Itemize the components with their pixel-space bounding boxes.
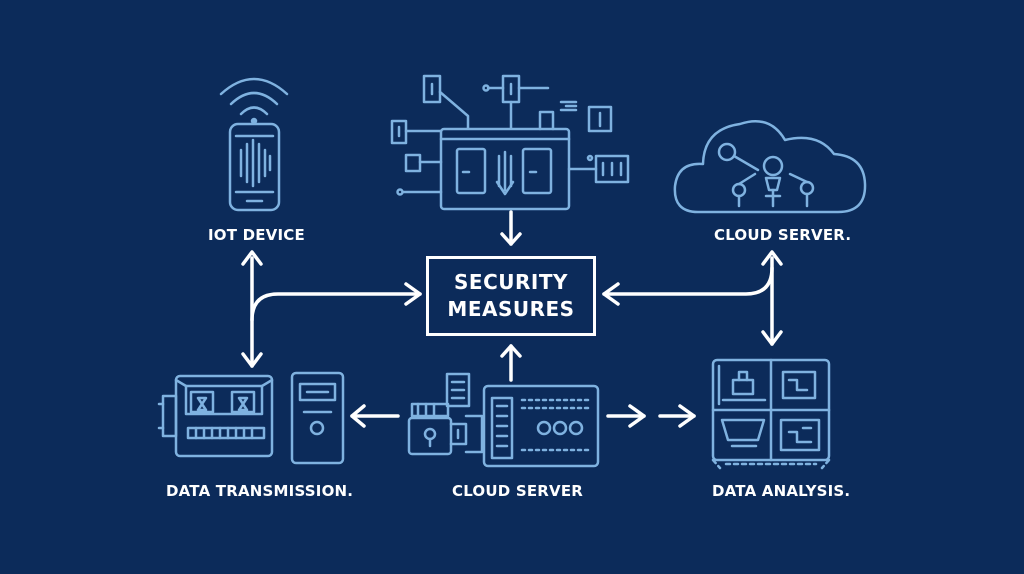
arrow-to-data-transmission [241,352,263,368]
analytics-grid-icon [711,358,831,470]
arrow-left-head [404,282,422,306]
arrow-to-iot-device [241,250,263,266]
smartphone-icon [228,122,281,212]
label-cloud-server-bottom: CLOUD SERVER [452,482,584,500]
center-title-line-1: SECURITY [454,270,568,294]
arrow-left-to-security [250,292,422,322]
center-title-line-2: MEASURES [447,297,575,321]
label-iot-device: IOT DEVICE [208,226,305,244]
cloud-network-icon [673,120,867,214]
label-data-analysis: DATA ANALYSIS. [712,482,851,500]
server-rack-icon [482,384,600,468]
arrow-to-data-analysis [761,330,783,346]
label-data-transmission: DATA TRANSMISSION. [166,482,354,500]
circuit-board-icon [390,74,630,211]
label-cloud-server-top: CLOUD SERVER. [714,226,852,244]
hardware-module-icon [157,374,274,458]
arrow-right-head [602,282,620,306]
lock-module-icon [407,372,484,456]
security-measures-box: SECURITY MEASURES [426,256,596,336]
arrow-to-cloud-server [761,250,783,266]
connector-arrows [241,210,783,428]
arrow-right-to-security [602,266,774,296]
wifi-icon [219,77,289,125]
server-tower-icon [290,371,345,465]
